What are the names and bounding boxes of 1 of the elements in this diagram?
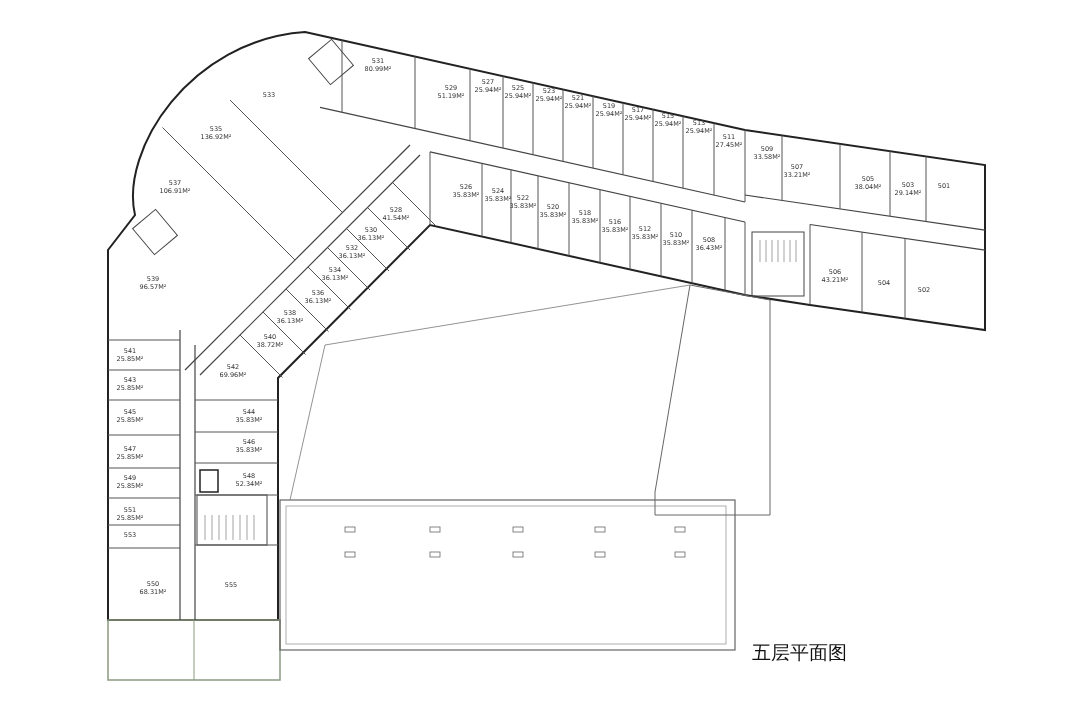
plan-title: 五层平面图: [752, 640, 847, 665]
